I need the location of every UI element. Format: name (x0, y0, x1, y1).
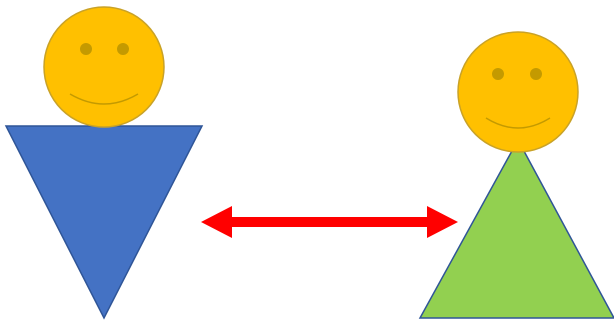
right-person-face (457, 31, 579, 153)
right-person-left-eye (492, 68, 504, 80)
left-person-left-eye (80, 43, 92, 55)
left-person-body (4, 125, 204, 320)
left-person-mouth (69, 93, 139, 105)
left-person (4, 6, 204, 320)
double-headed-arrow (201, 206, 458, 238)
arrow-shaft (226, 217, 432, 227)
right-person (418, 31, 614, 319)
right-person-right-eye (530, 68, 542, 80)
arrow-head-left (201, 206, 232, 238)
left-person-right-eye (117, 43, 129, 55)
arrow-head-right (427, 206, 458, 238)
left-person-face (43, 6, 165, 128)
left-person-head (43, 6, 165, 128)
right-person-head (457, 31, 579, 153)
right-person-body (418, 138, 614, 319)
right-person-mouth (485, 117, 551, 129)
